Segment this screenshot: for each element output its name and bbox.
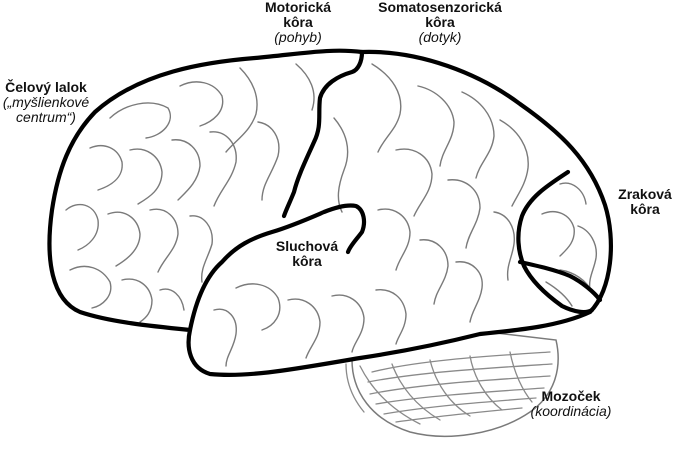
frontal-lobe-name: Čelový lalok xyxy=(5,79,87,95)
cerebellum-gloss: (koordinácia) xyxy=(530,403,612,419)
visual-cortex-divider xyxy=(517,259,603,303)
cerebellum-label: Mozoček (koordinácia) xyxy=(518,389,624,419)
cerebellum-name: Mozoček xyxy=(541,388,601,404)
visual-cortex-outline xyxy=(516,169,595,315)
auditory-cortex-outline xyxy=(187,203,367,333)
cerebrum-outline xyxy=(47,48,614,378)
central-sulcus xyxy=(281,49,365,219)
motor-cortex-gloss: (pohyb) xyxy=(274,29,322,45)
cerebellum-shape xyxy=(345,329,559,437)
gyri-lines xyxy=(65,63,597,367)
cerebrum-fill xyxy=(49,50,611,375)
somatosensory-cortex-gloss: (dotyk) xyxy=(418,29,462,45)
